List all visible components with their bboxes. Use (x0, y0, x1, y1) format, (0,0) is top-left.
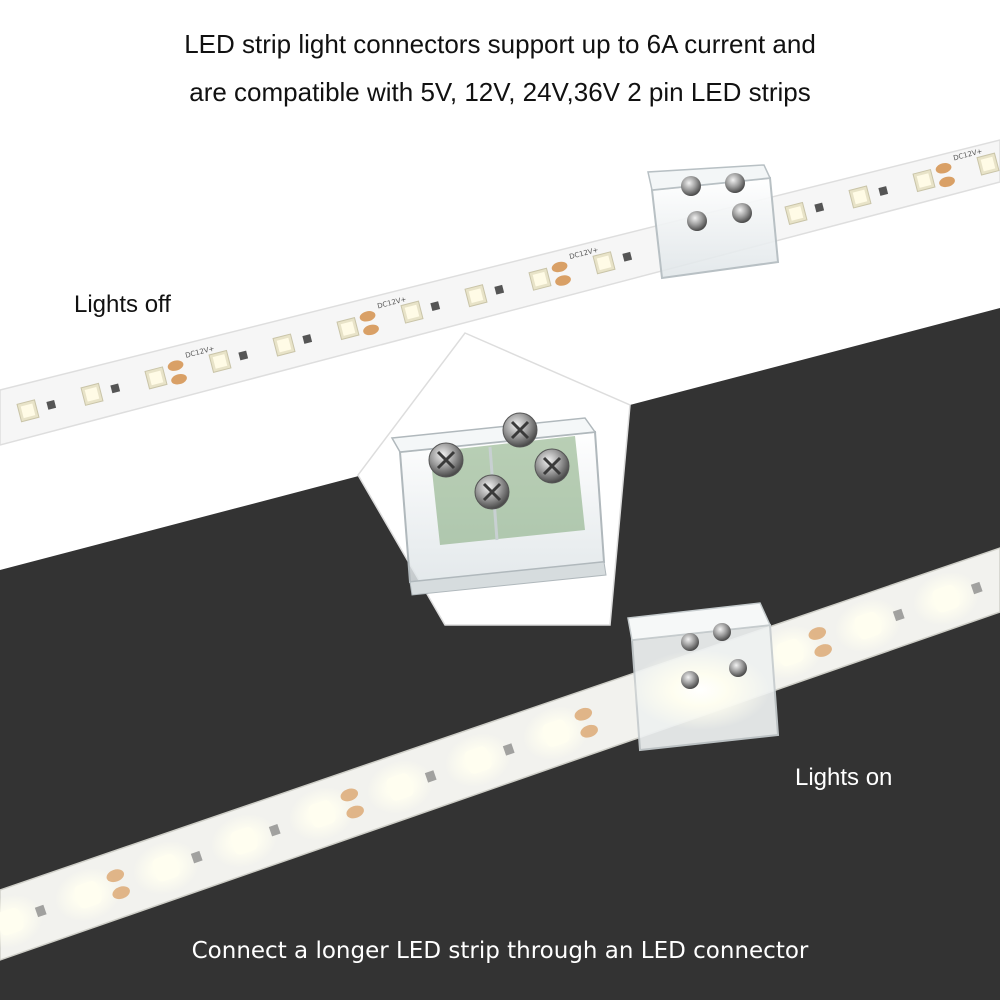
connector-bottom (627, 602, 780, 752)
led-chip-off (400, 300, 441, 324)
led-chip-off (272, 333, 313, 357)
led-chip-on (522, 706, 598, 761)
led-chip-on (54, 867, 130, 922)
led-chip-on (366, 760, 437, 814)
connector-closeup-inset (357, 332, 631, 626)
led-chip-off (208, 349, 249, 374)
screw (681, 633, 699, 651)
led-chip-off (976, 152, 1000, 176)
connector-top (647, 164, 780, 280)
led-chip-on (210, 813, 281, 868)
screw (681, 671, 699, 689)
led-chip-on (288, 786, 364, 841)
led-chip-off (464, 284, 505, 308)
lights-on-label: Lights on (795, 764, 893, 791)
screw (681, 176, 701, 196)
led-chip-off (592, 251, 633, 275)
led-chip-on (444, 733, 515, 788)
led-chip-off: DC12V+ (336, 295, 407, 341)
led-chip-off (784, 201, 825, 225)
led-chip-off: DC12V+ (528, 246, 599, 291)
led-chip-on (912, 571, 983, 626)
screw (729, 659, 747, 677)
screw (687, 211, 707, 231)
caption: Connect a longer LED strip through an LE… (191, 938, 809, 964)
led-chip-on (132, 840, 203, 895)
led-chip-off (848, 185, 889, 209)
led-chip-off (16, 399, 57, 423)
led-chip-on (834, 598, 905, 653)
led-chip-on (0, 894, 47, 949)
led-chip-off (80, 382, 121, 406)
headline-line-2: are compatible with 5V, 12V, 24V,36V 2 p… (189, 77, 811, 107)
lights-off-label: Lights off (74, 291, 171, 318)
headline-line-1: LED strip light connectors support up to… (184, 29, 816, 59)
screw (732, 203, 752, 223)
screw (725, 173, 745, 193)
screw (713, 623, 731, 641)
